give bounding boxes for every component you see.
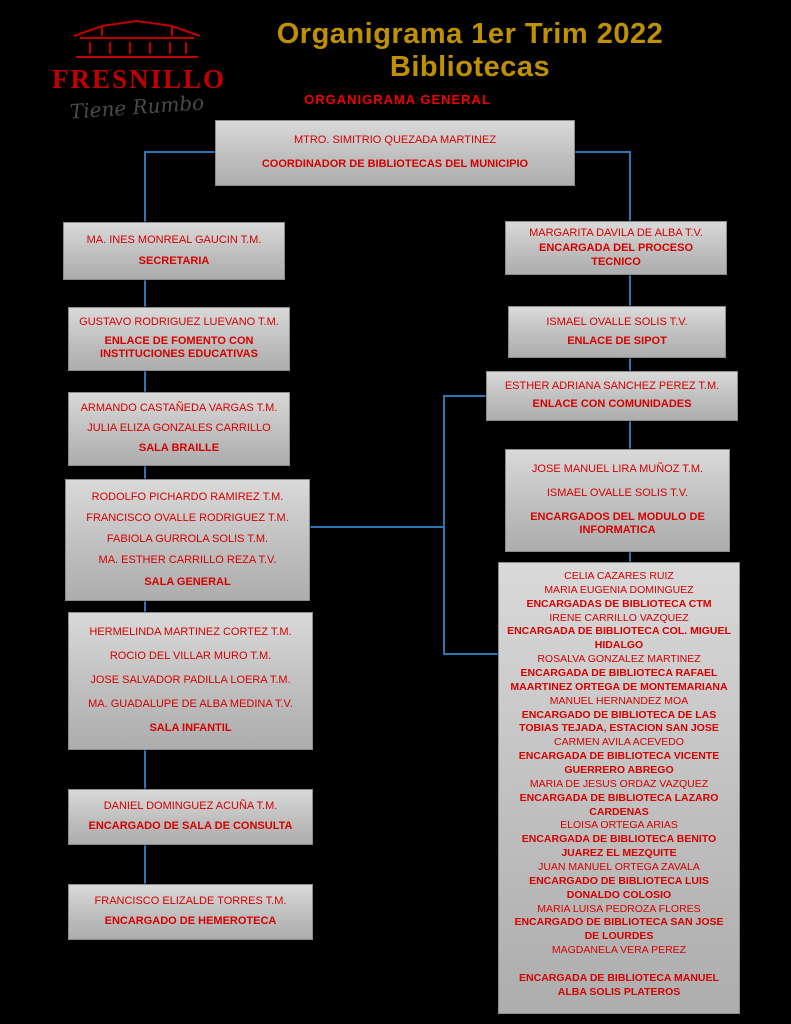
connector-line (145, 151, 215, 153)
box-line: ENCARGADO DE BIBLIOTECA SAN JOSE DE LOUR… (514, 916, 724, 943)
org-box-sala-consulta: DANIEL DOMINGUEZ ACUÑA T.M. ENCARGADO DE … (68, 789, 313, 845)
box-line: MANUEL HERNANDEZ MOA (549, 694, 689, 707)
box-line: ENCARGADA DE BIBLIOTECA COL. MIGUEL HIDA… (507, 625, 731, 652)
org-box-sala-infantil: HERMELINDA MARTINEZ CORTEZ T.M. ROCIO DEL… (68, 612, 313, 750)
box-line: SALA GENERAL (144, 575, 231, 588)
box-line (503, 958, 735, 972)
box-line: JULIA ELIZA GONZALES CARRILLO (87, 422, 271, 435)
box-line: IRENE CARRILLO VAZQUEZ (549, 611, 689, 624)
box-line: ELOISA ORTEGA ARIAS (560, 819, 678, 832)
connector-line (629, 421, 631, 449)
box-line: ENCARGADA DE BIBLIOTECA BENITO JUAREZ EL… (521, 833, 717, 860)
box-line: ENCARGADO DE SALA DE CONSULTA (88, 820, 293, 833)
box-line: CELIA CAZARES RUIZ (564, 570, 674, 582)
box-line: ARMANDO CASTAÑEDA VARGAS T.M. (80, 402, 278, 415)
box-line: MARIA DE JESUS ORDAZ VAZQUEZ (529, 777, 709, 790)
box-line: MA. ESTHER CARRILLO REZA T.V. (98, 554, 277, 567)
org-box-sala-general: RODOLFO PICHARDO RAMIREZ T.M. FRANCISCO O… (65, 479, 310, 601)
box-line: ISMAEL OVALLE SOLIS T.V. (546, 486, 689, 499)
org-box-proceso-tecnico: MARGARITA DAVILA DE ALBA T.V. ENCARGADA D… (505, 221, 727, 275)
org-box-enlace-sipot: ISMAEL OVALLE SOLIS T.V. ENLACE DE SIPOT (508, 306, 726, 358)
box-line: FRANCISCO OVALLE RODRIGUEZ T.M. (86, 511, 289, 524)
connector-line (629, 552, 631, 562)
box-line: JOSE MANUEL LIRA MUÑOZ T.M. (531, 463, 704, 475)
box-line: MA. GUADALUPE DE ALBA MEDINA T.V. (88, 698, 293, 711)
box-line: ENLACE DE SIPOT (567, 334, 667, 347)
org-box-enlace-fomento: GUSTAVO RODRIGUEZ LUEVANO T.M. ENLACE DE … (68, 307, 290, 371)
box-line: MARIA LUISA PEDROZA FLORES (537, 902, 701, 915)
building-icon (73, 19, 201, 58)
box-line: SALA INFANTIL (149, 722, 232, 735)
box-line: SALA BRAILLE (138, 442, 220, 455)
org-box-enlace-comunidades: ESTHER ADRIANA SANCHEZ PEREZ T.M. ENLACE … (486, 371, 738, 421)
connector-line (144, 371, 146, 392)
connector-line (144, 466, 146, 479)
connector-line (144, 845, 146, 884)
box-line: HERMELINDA MARTINEZ CORTEZ T.M. (89, 626, 292, 639)
fresnillo-logo: FRESNILLO Tiene Rumbo (52, 16, 227, 124)
box-line: ENLACE DE FOMENTO CON INSTITUCIONES EDUC… (100, 334, 258, 361)
box-line: FABIOLA GURROLA SOLIS T.M. (106, 533, 269, 546)
box-line: FRANCISCO ELIZALDE TORRES T.M. (94, 894, 287, 907)
box-line: COORDINADOR DE BIBLIOTECAS DEL MUNICIPIO (261, 158, 529, 171)
connector-line (144, 151, 146, 222)
box-line: ENCARGADOS DEL MODULO DE INFORMATICA (530, 510, 705, 537)
connector-line (443, 395, 486, 397)
connector-line (144, 280, 146, 307)
logo-name: FRESNILLO (52, 64, 227, 94)
org-box-hemeroteca: FRANCISCO ELIZALDE TORRES T.M. ENCARGADO … (68, 884, 313, 940)
page-subtitle: ORGANIGRAMA GENERAL (304, 92, 491, 107)
box-line: SECRETARIA (138, 254, 210, 267)
connector-line (144, 601, 146, 612)
org-box-modulo-informatica: JOSE MANUEL LIRA MUÑOZ T.M. ISMAEL OVALLE… (505, 449, 730, 552)
connector-line (629, 275, 631, 306)
box-line: ENCARGADAS DE BIBLIOTECA CTM (526, 597, 712, 610)
box-line: DANIEL DOMINGUEZ ACUÑA T.M. (103, 799, 278, 812)
connector-line (310, 526, 444, 528)
box-line: MTRO. SIMITRIO QUEZADA MARTINEZ (293, 134, 497, 147)
box-line: RODOLFO PICHARDO RAMIREZ T.M. (91, 490, 284, 503)
box-line: MAGDANELA VERA PEREZ (551, 944, 687, 957)
org-box-sala-braille: ARMANDO CASTAÑEDA VARGAS T.M. JULIA ELIZA… (68, 392, 290, 466)
box-line: ENCARGADO DE HEMEROTECA (104, 915, 277, 928)
box-line: ENLACE CON COMUNIDADES (532, 398, 692, 411)
box-line: ENCARGADA DEL PROCESO TECNICO (538, 241, 694, 268)
box-line: ENCARGADA DE BIBLIOTECA RAFAEL MAARTINEZ… (510, 667, 728, 693)
page-title: Organigrama 1er Trim 2022 Bibliotecas (276, 18, 664, 83)
connector-line (144, 750, 146, 789)
connector-line (443, 653, 498, 655)
box-line: ENCARGADO DE BIBLIOTECA LUIS DONALDO COL… (529, 874, 709, 901)
connector-line (629, 151, 631, 221)
box-line: ROCIO DEL VILLAR MURO T.M. (109, 650, 272, 663)
box-line: ISMAEL OVALLE SOLIS T.V. (546, 315, 688, 328)
box-line: ENCARGADA DE BIBLIOTECA MANUEL ALBA SOLI… (519, 971, 719, 998)
box-line: ROSALVA GONZALEZ MARTINEZ (537, 653, 701, 666)
box-line: CARMEN AVILA ACEVEDO (554, 736, 684, 749)
box-line: ENCARGADA DE BIBLIOTECA VICENTE GUERRERO… (518, 750, 720, 777)
box-line: JOSE SALVADOR PADILLA LOERA T.M. (90, 674, 291, 687)
box-line: JUAN MANUEL ORTEGA ZAVALA (538, 861, 700, 874)
box-line: ESTHER ADRIANA SANCHEZ PEREZ T.M. (504, 379, 720, 392)
org-box-coordinador: MTRO. SIMITRIO QUEZADA MARTINEZ COORDINAD… (215, 120, 575, 186)
box-line: GUSTAVO RODRIGUEZ LUEVANO T.M. (79, 315, 279, 328)
connector-line (629, 358, 631, 371)
box-line: MARIA EUGENIA DOMINGUEZ (544, 583, 694, 596)
box-line: MARGARITA DAVILA DE ALBA T.V. (529, 226, 703, 239)
connector-line (575, 151, 631, 153)
box-line: ENCARGADO DE BIBLIOTECA DE LAS TOBIAS TE… (519, 708, 719, 735)
box-line: MA. INES MONREAL GAUCIN T.M. (86, 233, 262, 246)
logo-tagline: Tiene Rumbo (69, 90, 205, 125)
org-box-secretaria: MA. INES MONREAL GAUCIN T.M. SECRETARIA (63, 222, 285, 280)
box-line: ENCARGADA DE BIBLIOTECA LAZARO CARDENAS (519, 791, 719, 818)
connector-line (443, 395, 445, 655)
